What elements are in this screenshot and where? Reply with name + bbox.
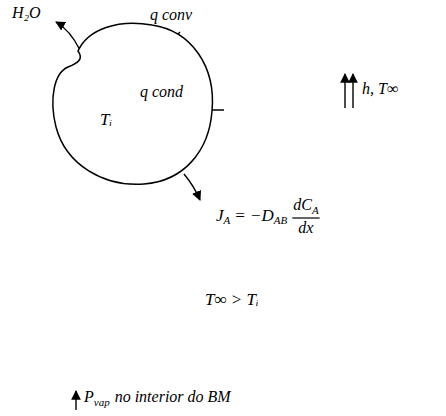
species-label: H₂O — [12, 4, 41, 22]
blob-outline — [40, 15, 220, 195]
up-arrow — [75, 391, 76, 410]
subscript: A — [312, 204, 319, 217]
pressure-symbol: P — [84, 388, 94, 406]
temperature-label: Tᵢ — [100, 110, 112, 130]
heat-label: q conv — [150, 6, 192, 24]
condition-label: T∞ > Tᵢ — [205, 290, 259, 310]
formula-part: = −D — [234, 206, 273, 226]
formula-part: dC — [293, 196, 312, 214]
subscript: AB — [274, 214, 287, 227]
subscript: A — [224, 214, 231, 227]
flow-label: h, T∞ — [362, 80, 398, 98]
subscript: vap — [94, 396, 110, 409]
droplet-body: Tᵢ — [40, 15, 220, 195]
heat-label: q cond — [140, 83, 183, 101]
flow-arrow — [344, 74, 345, 108]
fraction-bar — [292, 217, 319, 218]
diffusion-arrow — [184, 174, 200, 200]
formula-part: dx — [298, 219, 313, 237]
note-text: no interior do BM — [115, 388, 231, 406]
flow-arrow — [352, 74, 353, 108]
vapor-arrow — [56, 22, 80, 50]
flux-symbol: J — [216, 206, 224, 226]
